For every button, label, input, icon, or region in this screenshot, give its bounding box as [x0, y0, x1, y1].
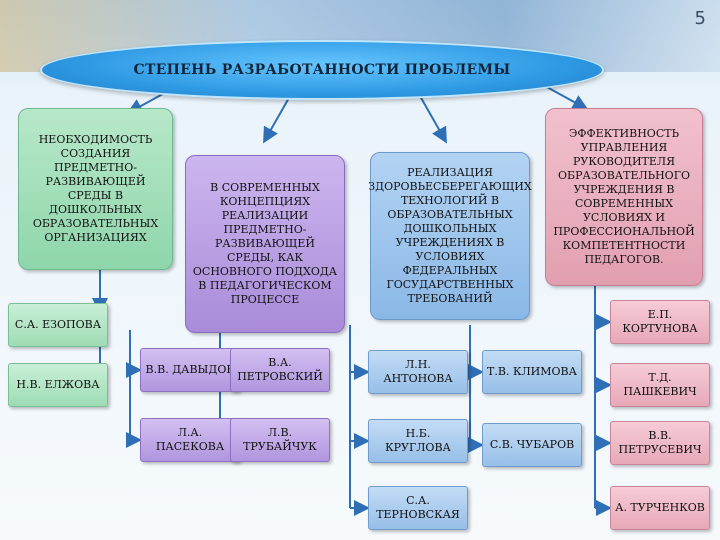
title-oval: СТЕПЕНЬ РАЗРАБОТАННОСТИ ПРОБЛЕМЫ	[40, 40, 604, 100]
author-pashkevich: Т.Д. ПАШКЕВИЧ	[610, 363, 710, 407]
topic-box-4: ЭФФЕКТИВНОСТЬ УПРАВЛЕНИЯ РУКОВОДИТЕЛЯ ОБ…	[545, 108, 703, 286]
arrow-to-topic-3	[419, 95, 447, 144]
author-turchenkov: А. ТУРЧЕНКОВ	[610, 486, 710, 530]
author-ternovskaya: С.А. ТЕРНОВСКАЯ	[368, 486, 468, 530]
author-pasekova: Л.А. ПАСЕКОВА	[140, 418, 240, 462]
author-klimova: Т.В. КЛИМОВА	[482, 350, 582, 394]
topic-box-1: НЕОБХОДИМОСТЬ СОЗДАНИЯ ПРЕДМЕТНО-РАЗВИВА…	[18, 108, 173, 270]
author-elzhova: Н.В. ЕЛЖОВА	[8, 363, 108, 407]
author-trubaychuk: Л.В. ТРУБАЙЧУК	[230, 418, 330, 462]
diagram-title: СТЕПЕНЬ РАЗРАБОТАННОСТИ ПРОБЛЕМЫ	[133, 62, 511, 78]
author-ezopova: С.А. ЕЗОПОВА	[8, 303, 108, 347]
author-kortunova: Е.П. КОРТУНОВА	[610, 300, 710, 344]
author-antonova: Л.Н. АНТОНОВА	[368, 350, 468, 394]
author-kruglova: Н.Б. КРУГЛОВА	[368, 419, 468, 463]
arrow-to-topic-2	[263, 95, 291, 144]
author-chubarov: С.В. ЧУБАРОВ	[482, 423, 582, 467]
topic-box-3: РЕАЛИЗАЦИЯ ЗДОРОВЬЕСБЕРЕГАЮЩИХ ТЕХНОЛОГИ…	[368, 152, 532, 320]
author-davydov: В.В. ДАВЫДОВ	[140, 348, 240, 392]
author-petrusevich: В.В. ПЕТРУСЕВИЧ	[610, 421, 710, 465]
page-number: 5	[694, 8, 706, 29]
author-petrovsky: В.А. ПЕТРОВСКИЙ	[230, 348, 330, 392]
topic-box-2: В СОВРЕМЕННЫХ КОНЦЕПЦИЯХ РЕАЛИЗАЦИИ ПРЕД…	[185, 155, 345, 333]
arrow-to-topic-4	[544, 85, 589, 110]
